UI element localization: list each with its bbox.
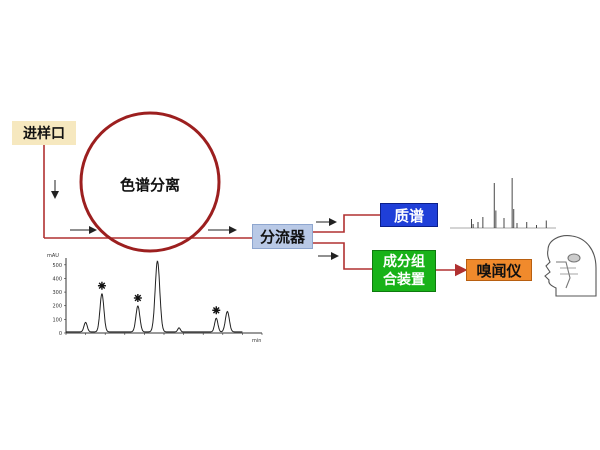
chromatogram-y-tick-label: 300 — [52, 290, 62, 296]
chromatogram-y-tick-label: 400 — [52, 276, 62, 282]
chromatogram-chart: mAU min 500 400 300 200 100 0 — [47, 253, 263, 344]
odor-active-star-icon — [133, 294, 142, 302]
splitter-to-ms-line — [313, 214, 380, 233]
chromatogram-y-tick-label: 100 — [52, 317, 62, 323]
head-profile-icon — [544, 235, 597, 297]
component-combination-box: 成分组 合装置 — [372, 250, 436, 292]
chromatogram-x-ticks — [65, 333, 263, 335]
chromatogram-x-unit: min — [252, 338, 261, 344]
chromatogram-odor-markers — [97, 281, 221, 315]
odor-active-star-icon — [212, 306, 221, 315]
odor-active-star-icon — [97, 281, 106, 290]
sample-inlet-box: 进样口 — [12, 121, 76, 145]
flow-lines — [43, 145, 468, 277]
ms-bars — [471, 178, 547, 228]
splitter-to-combo-line — [313, 242, 372, 270]
combo-label-line1: 成分组 — [383, 254, 425, 270]
olfactometer-label: 嗅闻仪 — [476, 261, 522, 280]
mass-spectrum-chart — [450, 178, 556, 229]
chromatogram-y-tick-label: 500 — [52, 263, 62, 269]
olfactometer-box: 嗅闻仪 — [466, 259, 532, 281]
sample-inlet-label: 进样口 — [23, 126, 65, 142]
splitter-box: 分流器 — [252, 224, 313, 249]
chromatography-column-ring — [79, 111, 221, 253]
mass-spec-box: 质谱 — [380, 203, 438, 227]
splitter-label: 分流器 — [259, 228, 305, 246]
flow-arrows — [51, 180, 339, 260]
chromatogram-y-ticks: 500 400 300 200 100 0 — [52, 263, 66, 337]
column-separation-label: 色谱分离 — [119, 176, 180, 194]
chromatogram-trace — [66, 260, 243, 333]
chromatogram-y-tick-label: 200 — [52, 304, 62, 310]
chromatogram-y-tick-label: 0 — [59, 331, 62, 337]
combo-label-line2: 合装置 — [383, 272, 425, 288]
chromatogram-y-unit: mAU — [47, 253, 59, 259]
mass-spec-label: 质谱 — [393, 206, 424, 225]
